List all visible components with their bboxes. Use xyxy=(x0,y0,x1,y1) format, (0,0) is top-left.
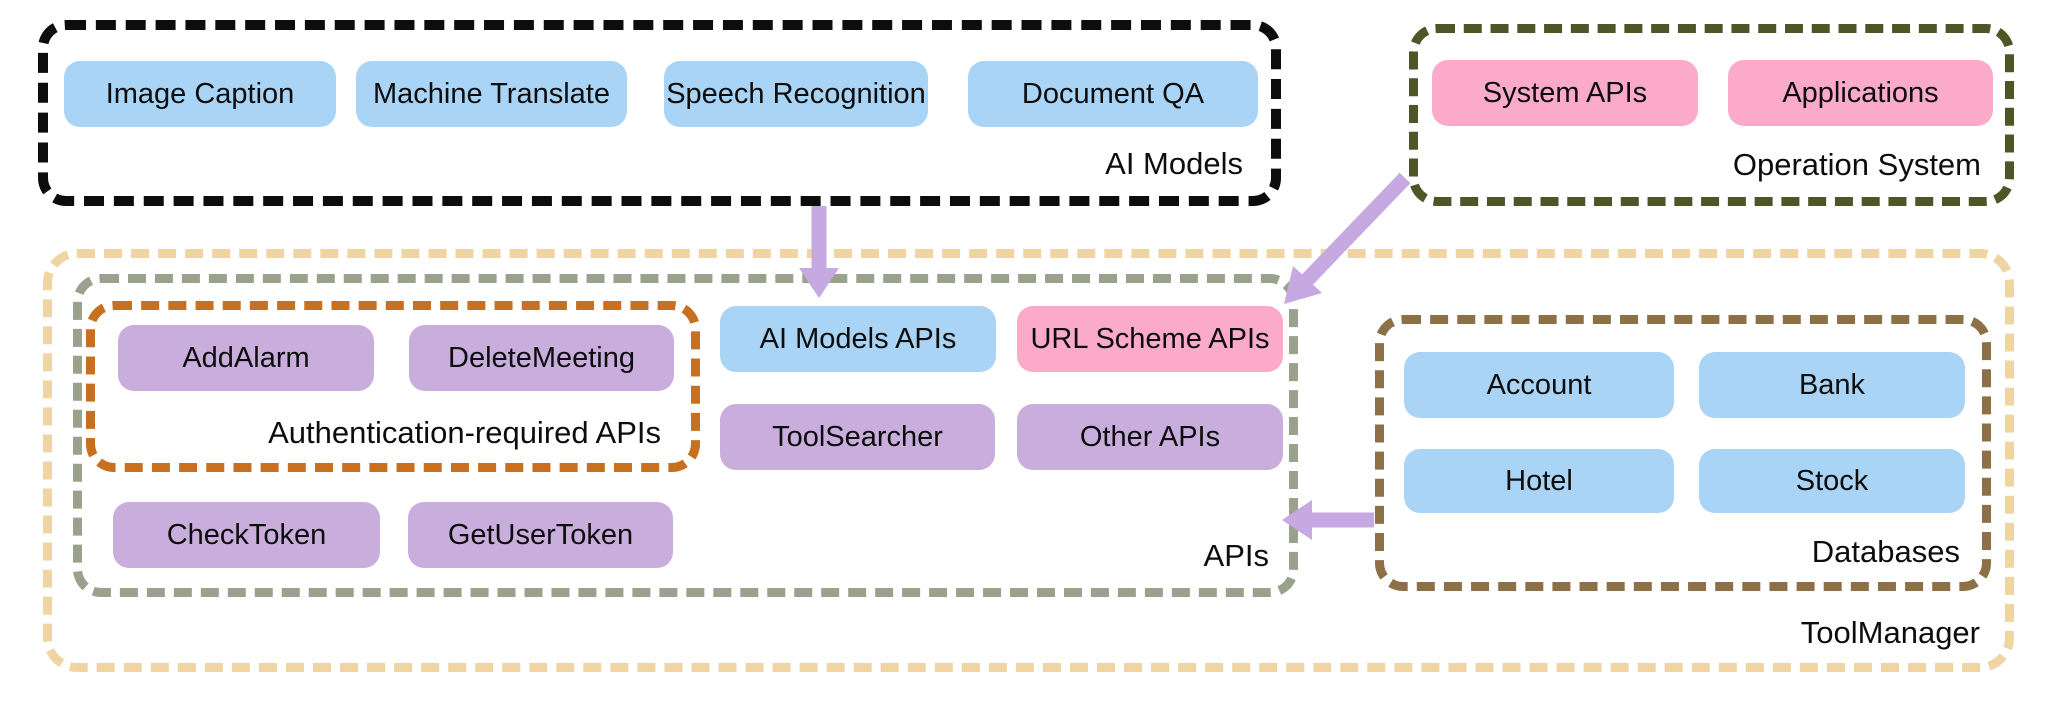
node-machine-translate: Machine Translate xyxy=(356,61,627,127)
databases-label: Databases xyxy=(1811,534,1960,569)
apis-label: APIs xyxy=(1203,538,1269,573)
node-ai-models-apis: AI Models APIs xyxy=(720,306,996,372)
node-add-alarm: AddAlarm xyxy=(118,325,374,391)
databases-group: Account Bank Hotel Stock Databases xyxy=(1375,315,1991,591)
node-bank: Bank xyxy=(1699,352,1965,418)
operation-system-group: System APIs Applications Operation Syste… xyxy=(1409,24,2014,206)
node-tool-searcher: ToolSearcher xyxy=(720,404,995,470)
ai-models-group: Image Caption Machine Translate Speech R… xyxy=(38,20,1281,206)
node-other-apis: Other APIs xyxy=(1017,404,1283,470)
tool-manager-group: AddAlarm DeleteMeeting Authentication-re… xyxy=(43,249,2014,672)
node-applications: Applications xyxy=(1728,60,1993,126)
auth-required-apis-label: Authentication-required APIs xyxy=(268,415,661,450)
tool-manager-label: ToolManager xyxy=(1800,615,1980,650)
node-url-scheme-apis: URL Scheme APIs xyxy=(1017,306,1283,372)
node-document-qa: Document QA xyxy=(968,61,1258,127)
node-check-token: CheckToken xyxy=(113,502,380,568)
node-image-caption: Image Caption xyxy=(64,61,336,127)
node-account: Account xyxy=(1404,352,1674,418)
node-get-user-token: GetUserToken xyxy=(408,502,673,568)
apis-group: AddAlarm DeleteMeeting Authentication-re… xyxy=(73,274,1298,597)
ai-models-label: AI Models xyxy=(1105,146,1243,181)
node-system-apis: System APIs xyxy=(1432,60,1698,126)
auth-required-apis-group: AddAlarm DeleteMeeting Authentication-re… xyxy=(86,301,700,472)
node-delete-meeting: DeleteMeeting xyxy=(409,325,674,391)
operation-system-label: Operation System xyxy=(1732,147,1981,182)
node-stock: Stock xyxy=(1699,449,1965,513)
node-hotel: Hotel xyxy=(1404,449,1674,513)
node-speech-recognition: Speech Recognition xyxy=(664,61,928,127)
